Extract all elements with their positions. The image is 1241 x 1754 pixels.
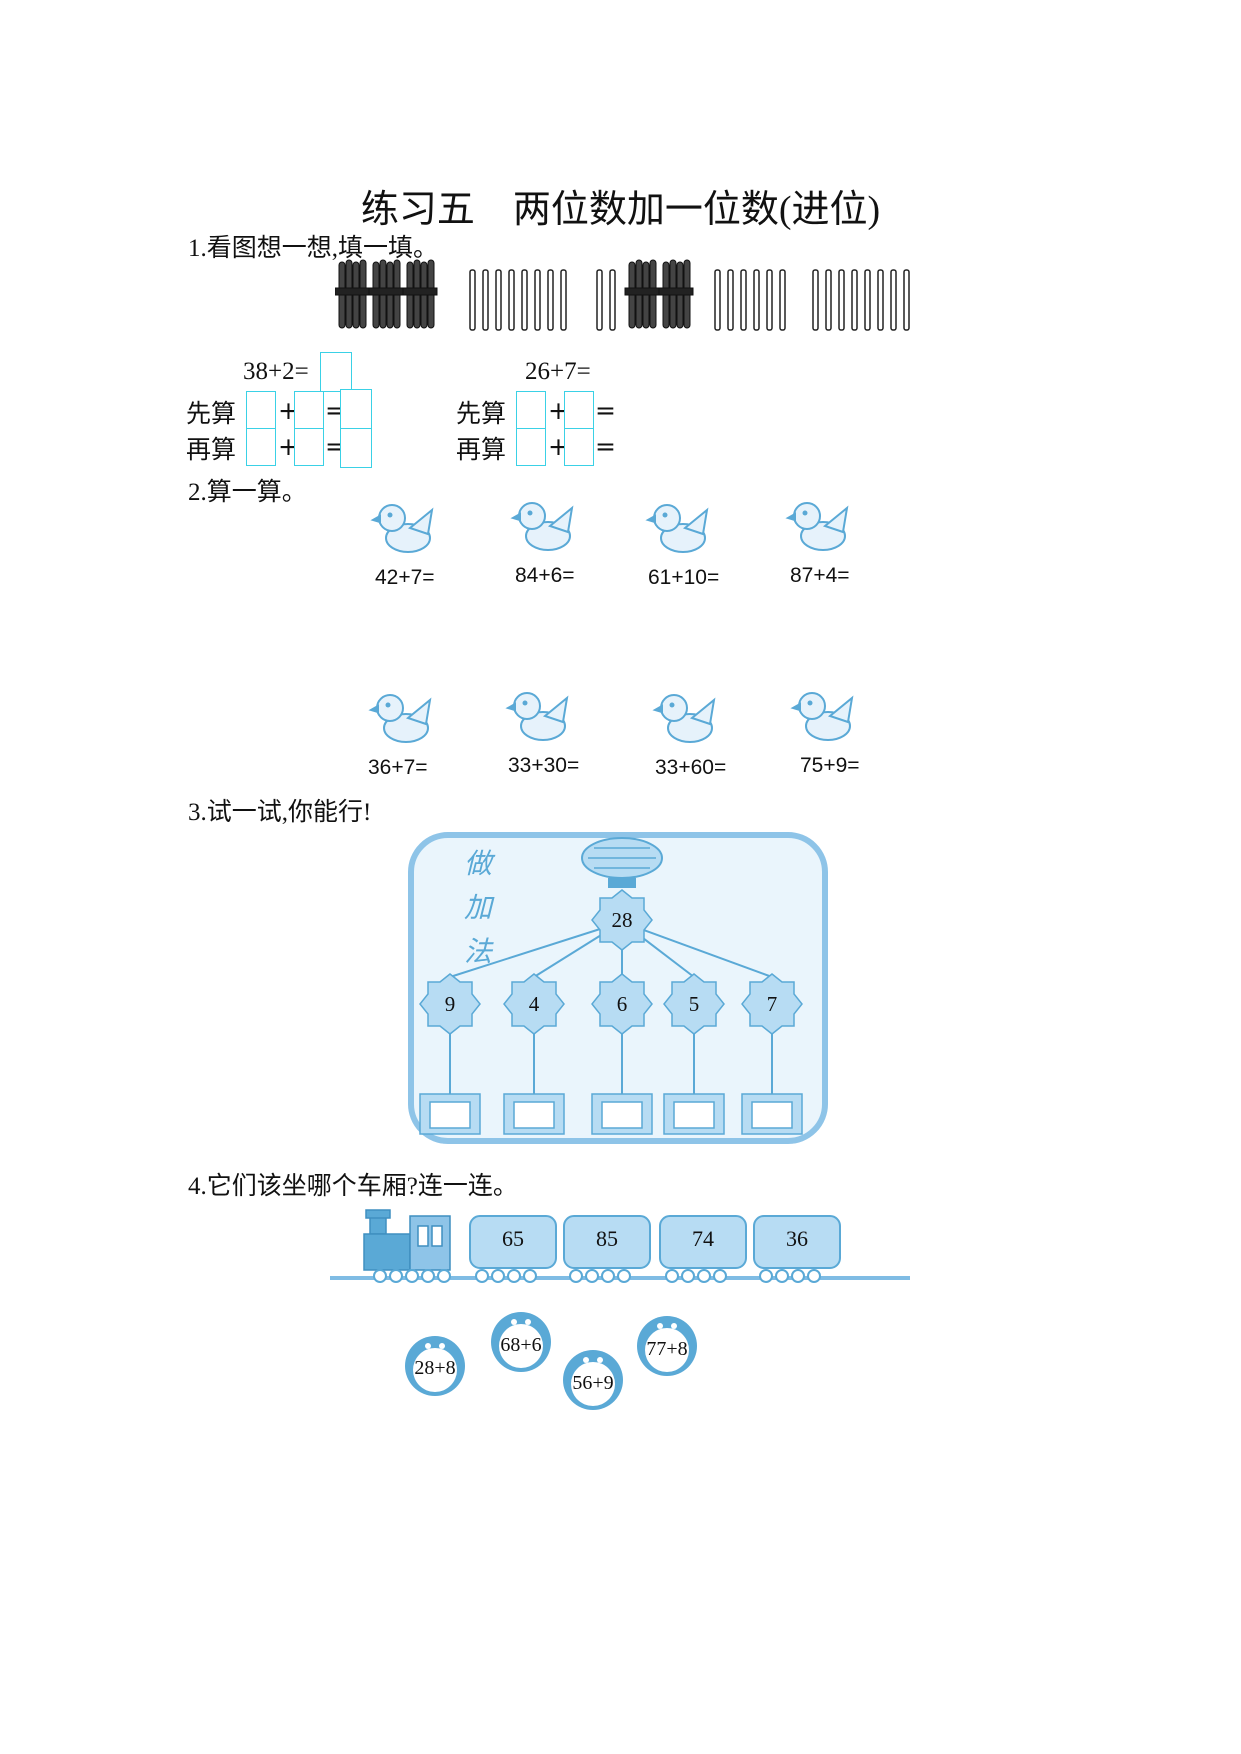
equals-sign: = — [595, 396, 616, 425]
bundle-icon — [335, 259, 438, 329]
tree-top-number: 28 — [611, 908, 633, 932]
plus-sign: + — [548, 396, 569, 425]
page-title: 练习五 两位数加一位数(进位) — [360, 189, 881, 231]
bird-expression: 36+7= — [368, 756, 428, 779]
q1-left-step2-result-box[interactable] — [340, 428, 372, 468]
q1-right-step1-box-b[interactable] — [564, 391, 594, 429]
bird-icon — [785, 496, 855, 558]
q1-right-step1-label: 先算 — [456, 399, 507, 428]
bird-icon — [370, 498, 440, 560]
answer-slot[interactable] — [516, 1103, 552, 1125]
penguin-icon — [405, 1336, 465, 1396]
answer-badges — [419, 1093, 803, 1135]
penguin-icon — [563, 1350, 623, 1410]
single-sticks-icon — [714, 269, 910, 331]
q1-right-step1-box-a[interactable] — [516, 391, 546, 429]
bird-expression: 33+30= — [508, 754, 580, 777]
stick-bundles-illustration — [335, 259, 910, 331]
bird-expression: 33+60= — [655, 756, 727, 779]
tree-number: 7 — [766, 992, 778, 1016]
bird-icon — [510, 496, 580, 558]
answer-slot[interactable] — [604, 1103, 640, 1125]
tree-diagram — [419, 837, 803, 1135]
plus-sign: + — [278, 396, 299, 425]
airship-icon — [581, 837, 663, 888]
q1-left-step1-result-box[interactable] — [340, 389, 372, 431]
side-text-column: 做 加 法 — [464, 842, 492, 974]
tree-number: 9 — [444, 992, 456, 1016]
q1-left-step2-box-b[interactable] — [294, 428, 324, 466]
single-sticks-icon — [469, 269, 616, 331]
side-char: 法 — [464, 935, 493, 968]
penguin-expression[interactable]: 28+8 — [414, 1357, 456, 1379]
plus-sign: + — [548, 432, 569, 461]
bird-icon — [645, 498, 715, 560]
penguin-icon — [637, 1316, 697, 1376]
q1-left-step1-box-a[interactable] — [246, 391, 276, 429]
q1-left-answer-box[interactable] — [320, 352, 352, 392]
q1-left-step2-box-a[interactable] — [246, 428, 276, 466]
penguin-expression[interactable]: 56+9 — [572, 1372, 614, 1394]
q1-right-step2-box-a[interactable] — [516, 428, 546, 466]
bird-expression: 42+7= — [375, 566, 435, 589]
q1-right-step2-label: 再算 — [456, 435, 507, 464]
answer-slot[interactable] — [432, 1103, 468, 1125]
question-1-label: 1.看图想一想,填一填。 — [188, 235, 439, 262]
side-char: 加 — [464, 891, 493, 924]
penguin-icon — [491, 1312, 551, 1372]
q1-left-expression: 38+2= — [243, 358, 309, 385]
tree-number: 4 — [528, 992, 540, 1016]
bird-icon — [505, 686, 575, 748]
plus-sign: + — [278, 432, 299, 461]
bird-expression: 75+9= — [800, 754, 860, 777]
train-car-number[interactable]: 65 — [502, 1226, 524, 1251]
bird-icon — [652, 688, 722, 750]
answer-slot[interactable] — [754, 1103, 790, 1125]
penguin-expression[interactable]: 77+8 — [646, 1338, 688, 1360]
q1-left-step2-label: 再算 — [186, 435, 237, 464]
train-illustration — [330, 1209, 910, 1283]
q1-right-expression: 26+7= — [525, 358, 591, 385]
tree-number: 6 — [616, 992, 628, 1016]
question-3-label: 3.试一试,你能行! — [188, 799, 372, 826]
answer-slot[interactable] — [676, 1103, 712, 1125]
side-char: 做 — [464, 847, 493, 880]
q1-left-step1-box-b[interactable] — [294, 391, 324, 429]
bundle-icon — [624, 259, 694, 329]
train-cars — [469, 1215, 841, 1269]
star-badges — [419, 889, 803, 1035]
bird-icon — [368, 688, 438, 750]
train-car-number[interactable]: 85 — [596, 1226, 618, 1251]
tree-number: 5 — [688, 992, 700, 1016]
bird-expression: 61+10= — [648, 566, 720, 589]
bird-expression: 87+4= — [790, 564, 850, 587]
question-2-label: 2.算一算。 — [188, 479, 307, 506]
q1-left-step1-label: 先算 — [186, 399, 237, 428]
train-car-number[interactable]: 74 — [692, 1226, 714, 1251]
locomotive-icon — [363, 1209, 451, 1271]
bird-icon — [790, 686, 860, 748]
q1-right-step2-box-b[interactable] — [564, 428, 594, 466]
train-car-number[interactable]: 36 — [786, 1226, 808, 1251]
bird-expression: 84+6= — [515, 564, 575, 587]
penguin-expression[interactable]: 68+6 — [500, 1334, 542, 1356]
question-4-label: 4.它们该坐哪个车厢?连一连。 — [188, 1173, 518, 1200]
equals-sign: = — [595, 432, 616, 461]
